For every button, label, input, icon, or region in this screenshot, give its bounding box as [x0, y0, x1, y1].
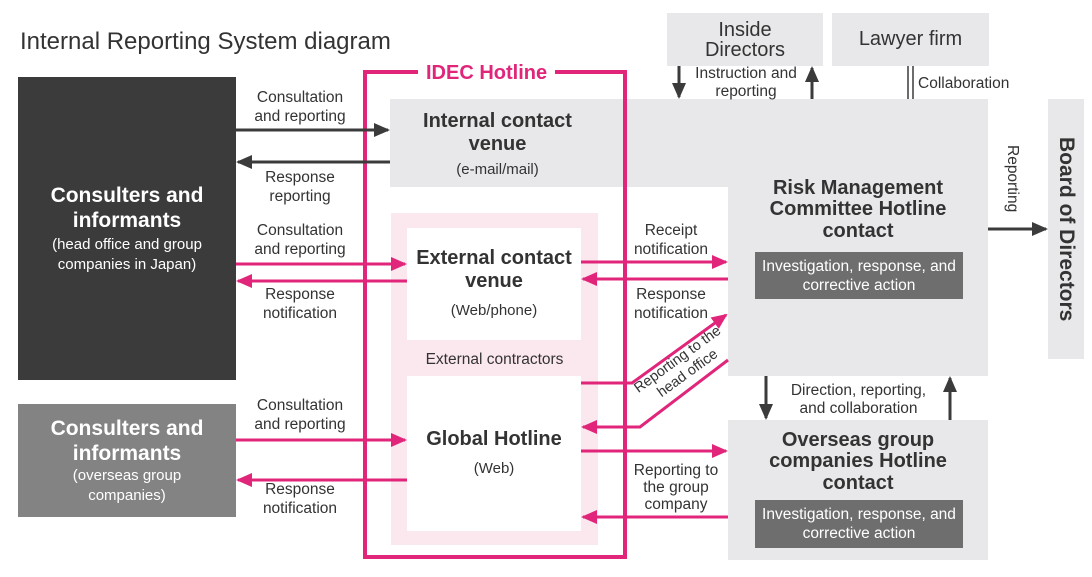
risk-committee-title: Risk Management Committee Hotline contac… [769, 176, 947, 242]
overseas-title-wrap: Overseas group companies Hotline contact [740, 428, 976, 496]
label-response-1: Response reporting [265, 169, 335, 205]
internal-venue-title: Internal contact venue [423, 110, 572, 155]
risk-committee-box [728, 99, 988, 376]
overseas-contact-title: Overseas group companies Hotline contact [769, 428, 947, 494]
label-instruction: Instruction and reporting [695, 65, 797, 100]
consulters-japan-title: Consulters and informants [50, 183, 204, 232]
label-consult-1: Consultation and reporting [254, 89, 346, 125]
board-label: Board of Directors [1055, 136, 1078, 322]
label-response-notification: Response notification [633, 286, 709, 322]
external-venue-box: External contact venue (Web/phone) [407, 228, 581, 340]
inside-directors-box: Inside Directors [667, 13, 823, 66]
consulters-japan-box: Consulters and informants (head office a… [18, 77, 236, 380]
global-hotline-title: Global Hotline [426, 428, 562, 450]
label-collaboration: Collaboration [918, 75, 1010, 92]
board-box: Board of Directors [1048, 99, 1084, 359]
inside-directors-label: Inside Directors [704, 18, 785, 61]
internal-venue-sub: (e-mail/mail) [456, 161, 539, 178]
idec-hotline-label: IDEC Hotline [418, 62, 556, 85]
label-consult-2: Consultation and reporting [254, 222, 346, 258]
overseas-action: Investigation, response, and corrective … [755, 500, 963, 548]
label-reporting: Reporting [1004, 145, 1021, 213]
external-venue-sub: (Web/phone) [450, 302, 538, 319]
lawyer-firm-label: Lawyer firm [858, 28, 963, 50]
external-contractors-label: External contractors [425, 351, 564, 368]
label-response-3: Response notification [262, 481, 338, 517]
internal-venue: Internal contact venue (e-mail/mail) [390, 105, 605, 185]
external-venue-title: External contact venue [416, 247, 572, 292]
consulters-japan-sub: (head office and group companies in Japa… [52, 235, 202, 273]
label-response-2: Response notification [262, 286, 338, 322]
label-direction: Direction, reporting, and collaboration [790, 382, 927, 417]
consulters-overseas-box: Consulters and informants (overseas grou… [18, 404, 236, 517]
lawyer-firm-box: Lawyer firm [832, 13, 989, 66]
global-hotline-box: Global Hotline (Web) [407, 376, 581, 531]
label-receipt: Receipt notification [633, 222, 709, 258]
consulters-overseas-title: Consulters and informants [50, 416, 204, 465]
label-reporting-group: Reporting to the group company [633, 462, 719, 513]
risk-action: Investigation, response, and corrective … [755, 252, 963, 299]
diagram-title: Internal Reporting System diagram [20, 28, 391, 55]
global-hotline-sub: (Web) [473, 460, 515, 477]
label-consult-3: Consultation and reporting [254, 397, 346, 433]
consulters-overseas-sub: (overseas group companies) [72, 466, 182, 504]
risk-committee-title-wrap: Risk Management Committee Hotline contac… [740, 176, 976, 244]
